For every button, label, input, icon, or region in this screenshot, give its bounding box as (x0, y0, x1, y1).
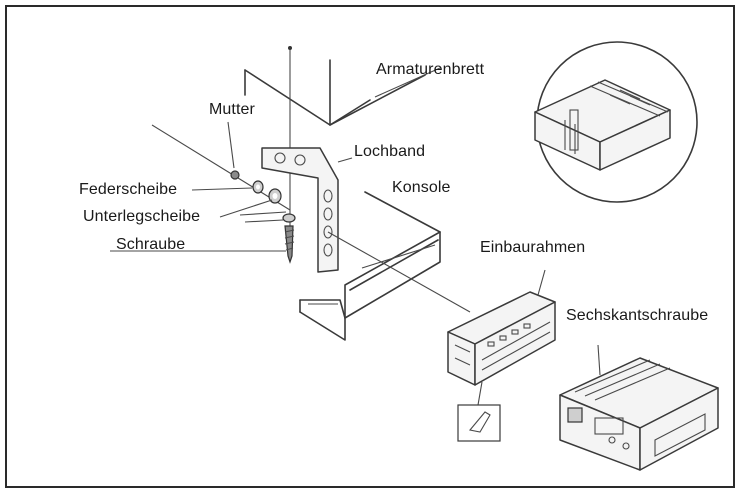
detail-inset (534, 41, 698, 203)
radio-unit (559, 344, 719, 471)
label-einbaurahmen: Einbaurahmen (480, 239, 586, 256)
console (299, 191, 441, 341)
nut-part (230, 170, 240, 180)
perforated-strap (261, 147, 353, 273)
label-mutter: Mutter (209, 101, 255, 118)
label-armaturenbrett: Armaturenbrett (376, 61, 485, 78)
dashboard-panel (244, 46, 441, 126)
label-schraube: Schraube (116, 236, 186, 253)
label-unterlegscheibe: Unterlegscheibe (83, 208, 201, 225)
screw-part (284, 225, 294, 264)
label-lochband: Lochband (354, 143, 426, 160)
label-konsole: Konsole (392, 179, 451, 196)
mounting-frame (447, 269, 556, 442)
label-federscheibe: Federscheibe (79, 181, 178, 198)
alignment-line (327, 231, 471, 313)
label-sechskantschraube: Sechskantschraube (566, 307, 709, 324)
